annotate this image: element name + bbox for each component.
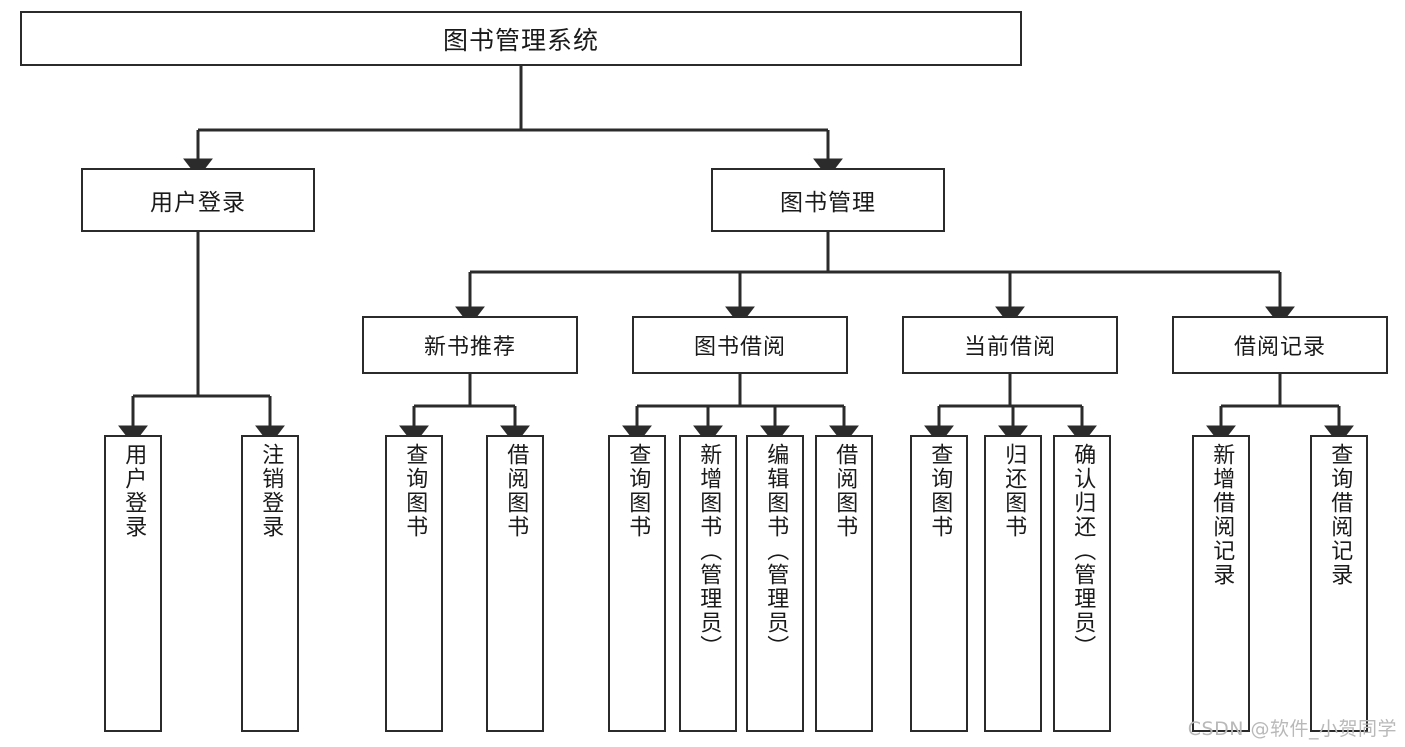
node-label: 借阅图书 xyxy=(503,443,529,539)
node-leaf-add-record[interactable]: 新增借阅记录 xyxy=(1192,435,1250,732)
node-label: 借阅记录 xyxy=(1233,335,1326,360)
node-label: 图书管理系统 xyxy=(442,25,599,55)
node-label: 查询借阅记录 xyxy=(1327,443,1353,587)
node-leaf-logout[interactable]: 注销登录 xyxy=(241,435,299,732)
node-label: 借阅图书 xyxy=(832,443,858,539)
node-user-login[interactable]: 用户登录 xyxy=(81,168,315,232)
node-label: 图书管理 xyxy=(780,190,876,216)
node-leaf-query-book-1[interactable]: 查询图书 xyxy=(385,435,443,732)
node-leaf-add-book[interactable]: 新增图书（管理员） xyxy=(679,435,737,732)
node-book-borrow[interactable]: 图书借阅 xyxy=(632,316,848,374)
node-label: 用户登录 xyxy=(150,190,246,216)
node-label: 注销登录 xyxy=(258,443,284,539)
node-leaf-query-book-3[interactable]: 查询图书 xyxy=(910,435,968,732)
node-label: 确认归还（管理员） xyxy=(1070,443,1096,659)
node-label: 新增图书（管理员） xyxy=(696,443,722,659)
node-borrow-record[interactable]: 借阅记录 xyxy=(1172,316,1388,374)
node-label: 新增借阅记录 xyxy=(1209,443,1235,587)
node-book-manage[interactable]: 图书管理 xyxy=(711,168,945,232)
node-label: 编辑图书（管理员） xyxy=(763,443,789,659)
node-new-book-recommend[interactable]: 新书推荐 xyxy=(362,316,578,374)
node-label: 用户登录 xyxy=(121,443,147,539)
csdn-watermark: CSDN @软件_小贺同学 xyxy=(1187,718,1397,740)
node-current-borrow[interactable]: 当前借阅 xyxy=(902,316,1118,374)
node-label: 归还图书 xyxy=(1001,443,1027,539)
node-leaf-edit-book[interactable]: 编辑图书（管理员） xyxy=(746,435,804,732)
node-leaf-borrow-book-2[interactable]: 借阅图书 xyxy=(815,435,873,732)
node-leaf-borrow-book-1[interactable]: 借阅图书 xyxy=(486,435,544,732)
node-label: 当前借阅 xyxy=(963,335,1056,360)
node-leaf-query-book-2[interactable]: 查询图书 xyxy=(608,435,666,732)
node-label: 新书推荐 xyxy=(423,335,516,360)
node-leaf-query-record[interactable]: 查询借阅记录 xyxy=(1310,435,1368,732)
node-root-图书管理系统[interactable]: 图书管理系统 xyxy=(20,11,1022,66)
node-label: 图书借阅 xyxy=(693,335,786,360)
node-label: 查询图书 xyxy=(402,443,428,539)
node-leaf-return-book[interactable]: 归还图书 xyxy=(984,435,1042,732)
node-label: 查询图书 xyxy=(927,443,953,539)
node-leaf-user-login[interactable]: 用户登录 xyxy=(104,435,162,732)
node-label: 查询图书 xyxy=(625,443,651,539)
node-leaf-confirm-return[interactable]: 确认归还（管理员） xyxy=(1053,435,1111,732)
